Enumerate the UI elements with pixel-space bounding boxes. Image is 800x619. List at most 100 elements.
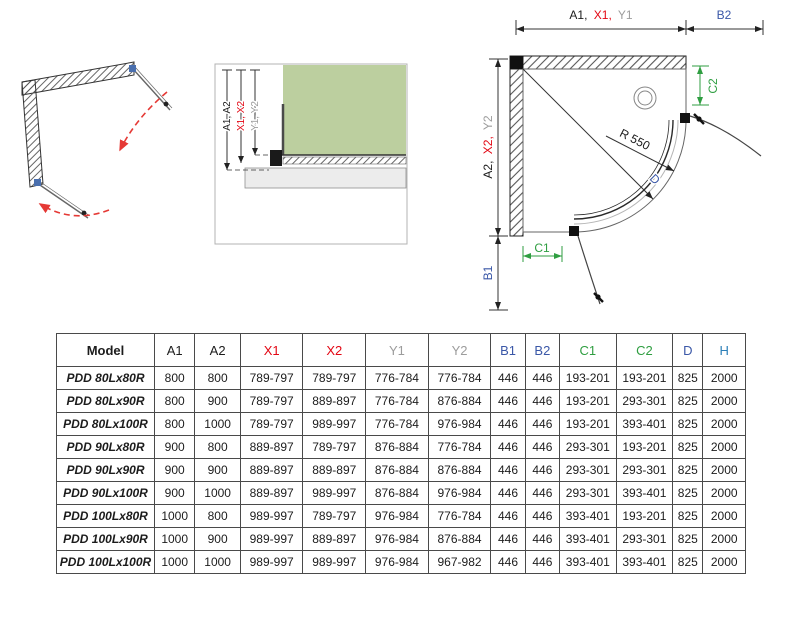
value-cell: 776-784 bbox=[427, 504, 492, 528]
value-cell: 1000 bbox=[153, 504, 196, 528]
value-cell: 446 bbox=[524, 435, 561, 459]
value-cell: 789-797 bbox=[302, 366, 367, 390]
value-cell: 876-884 bbox=[427, 458, 492, 482]
axonometric-door-sketch bbox=[21, 61, 173, 219]
value-cell: 193-201 bbox=[559, 412, 617, 436]
value-cell: 825 bbox=[672, 412, 704, 436]
model-cell: PDD 90Lx90R bbox=[56, 458, 155, 482]
wall-tiles bbox=[283, 65, 406, 155]
value-cell: 193-201 bbox=[559, 389, 617, 413]
column-header-x1: X1 bbox=[239, 333, 304, 367]
value-cell: 446 bbox=[524, 412, 561, 436]
model-cell: PDD 80Lx100R bbox=[56, 412, 155, 436]
value-cell: 776-784 bbox=[365, 366, 429, 390]
model-cell: PDD 100Lx80R bbox=[56, 504, 155, 528]
value-cell: 989-997 bbox=[302, 550, 367, 574]
right-pivot bbox=[680, 113, 690, 123]
column-header-x2: X2 bbox=[302, 333, 367, 367]
dim-d-line bbox=[522, 68, 654, 200]
value-cell: 2000 bbox=[702, 412, 746, 436]
value-cell: 2000 bbox=[702, 366, 746, 390]
value-cell: 446 bbox=[490, 435, 526, 459]
value-cell: 2000 bbox=[702, 504, 746, 528]
radius-line bbox=[605, 135, 675, 172]
column-header-a1: A1 bbox=[153, 333, 196, 367]
value-cell: 789-797 bbox=[302, 504, 367, 528]
value-cell: 800 bbox=[153, 412, 196, 436]
value-cell: 393-401 bbox=[559, 550, 617, 574]
value-cell: 789-797 bbox=[239, 366, 304, 390]
value-cell: 446 bbox=[490, 412, 526, 436]
value-cell: 1000 bbox=[153, 527, 196, 551]
dim-c1 bbox=[522, 246, 563, 262]
handle-icon bbox=[693, 113, 705, 125]
value-cell: 393-401 bbox=[559, 504, 617, 528]
dim-c2 bbox=[692, 65, 709, 106]
value-cell: 889-897 bbox=[239, 458, 304, 482]
value-cell: 446 bbox=[524, 458, 561, 482]
dim-label-b2: B2 bbox=[717, 8, 732, 22]
model-cell: PDD 90Lx100R bbox=[56, 481, 155, 505]
column-header-model: Model bbox=[56, 333, 155, 367]
value-cell: 825 bbox=[672, 458, 704, 482]
value-cell: 876-884 bbox=[427, 389, 492, 413]
value-cell: 976-984 bbox=[365, 550, 429, 574]
value-cell: 446 bbox=[524, 527, 561, 551]
value-cell: 967-982 bbox=[427, 550, 492, 574]
value-cell: 900 bbox=[194, 389, 241, 413]
value-cell: 876-884 bbox=[365, 435, 429, 459]
value-cell: 446 bbox=[490, 389, 526, 413]
plan-view-drawing: A1, X1, Y1 B2 A2, X2, Y2 B1 C1 C2 D R 55… bbox=[480, 8, 764, 311]
model-cell: PDD 100Lx100R bbox=[56, 550, 155, 574]
value-cell: 446 bbox=[490, 527, 526, 551]
door-open-bottom bbox=[577, 235, 604, 305]
value-cell: 446 bbox=[524, 504, 561, 528]
value-cell: 1000 bbox=[194, 481, 241, 505]
value-cell: 989-997 bbox=[302, 481, 367, 505]
value-cell: 976-984 bbox=[427, 481, 492, 505]
value-cell: 446 bbox=[490, 481, 526, 505]
value-cell: 889-897 bbox=[239, 435, 304, 459]
value-cell: 800 bbox=[153, 389, 196, 413]
value-cell: 393-401 bbox=[615, 412, 674, 436]
value-cell: 889-897 bbox=[302, 527, 367, 551]
value-cell: 876-884 bbox=[365, 481, 429, 505]
value-cell: 2000 bbox=[702, 389, 746, 413]
edge-profile bbox=[270, 150, 282, 166]
section-dimension-lines bbox=[222, 69, 270, 171]
value-cell: 900 bbox=[153, 435, 196, 459]
handle-icon bbox=[593, 292, 604, 303]
column-header-a2: A2 bbox=[194, 333, 241, 367]
value-cell: 446 bbox=[524, 366, 561, 390]
value-cell: 1000 bbox=[194, 412, 241, 436]
value-cell: 800 bbox=[194, 504, 241, 528]
value-cell: 776-784 bbox=[365, 389, 429, 413]
value-cell: 193-201 bbox=[615, 504, 674, 528]
value-cell: 825 bbox=[672, 550, 704, 574]
column-header-c2: C2 bbox=[615, 333, 674, 367]
value-cell: 193-201 bbox=[615, 366, 674, 390]
value-cell: 825 bbox=[672, 435, 704, 459]
value-cell: 446 bbox=[524, 389, 561, 413]
value-cell: 825 bbox=[672, 389, 704, 413]
value-cell: 976-984 bbox=[427, 412, 492, 436]
walls-sketch bbox=[21, 61, 135, 188]
value-cell: 193-201 bbox=[615, 435, 674, 459]
value-cell: 900 bbox=[194, 527, 241, 551]
value-cell: 446 bbox=[490, 458, 526, 482]
section-label-x1-x2: X1, X2 bbox=[236, 101, 247, 131]
value-cell: 789-797 bbox=[239, 412, 304, 436]
value-cell: 989-997 bbox=[239, 527, 304, 551]
value-cell: 1000 bbox=[153, 550, 196, 574]
value-cell: 2000 bbox=[702, 527, 746, 551]
column-header-d: D bbox=[672, 333, 704, 367]
